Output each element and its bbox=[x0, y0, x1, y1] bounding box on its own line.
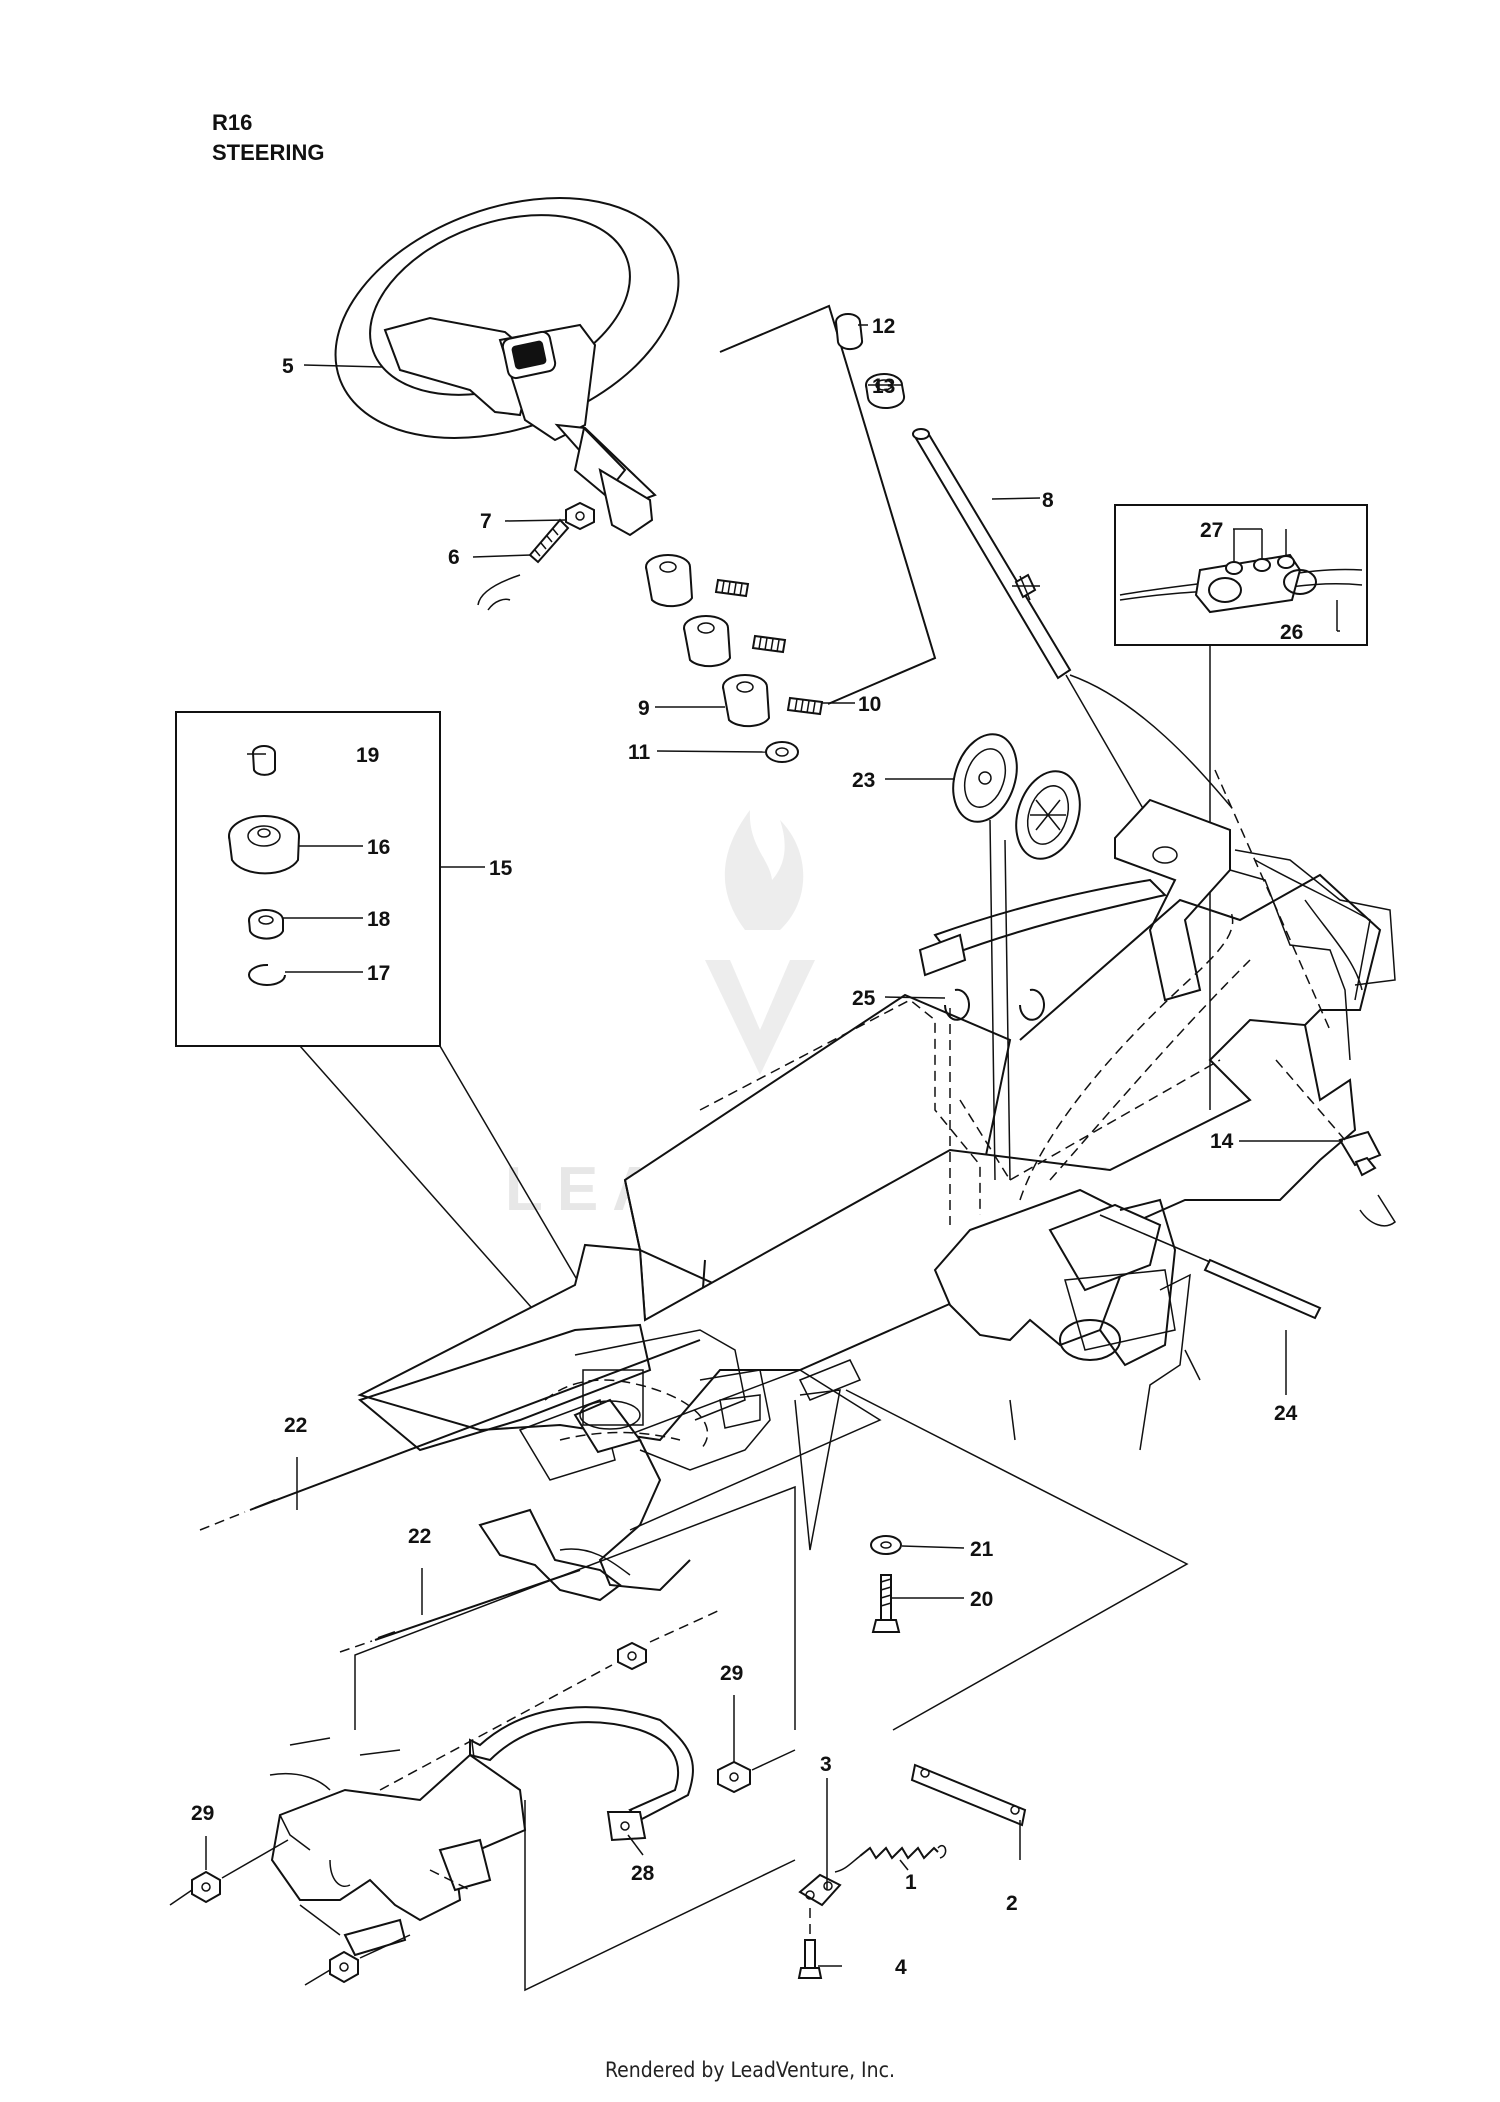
pulley-second[interactable] bbox=[1006, 763, 1091, 867]
callout-7[interactable]: 7 bbox=[480, 510, 492, 533]
cable-clamp-26[interactable] bbox=[1194, 553, 1317, 614]
callout-6[interactable]: 6 bbox=[448, 546, 460, 569]
callout-27[interactable]: 27 bbox=[1200, 519, 1223, 542]
screw-middle[interactable] bbox=[751, 634, 787, 654]
callout-1[interactable]: 1 bbox=[905, 1871, 917, 1894]
screw-4[interactable] bbox=[797, 1908, 823, 1979]
callout-8[interactable]: 8 bbox=[1042, 489, 1054, 512]
callout-22-upper[interactable]: 22 bbox=[284, 1414, 307, 1437]
callout-3[interactable]: 3 bbox=[820, 1753, 832, 1776]
rod-group-frame bbox=[354, 1485, 796, 1730]
callout-11[interactable]: 11 bbox=[628, 741, 651, 764]
hex-nut-7[interactable] bbox=[565, 501, 595, 531]
callout-16[interactable]: 16 bbox=[367, 836, 390, 859]
callout-29-right[interactable]: 29 bbox=[720, 1662, 743, 1685]
hex-nut-29-left[interactable] bbox=[169, 1839, 289, 1906]
callout-23[interactable]: 23 bbox=[852, 769, 875, 792]
callout-25[interactable]: 25 bbox=[852, 987, 876, 1010]
steering-shaft-8[interactable] bbox=[912, 428, 1191, 891]
steering-rod-22-upper[interactable] bbox=[199, 1339, 701, 1531]
collar-upper[interactable] bbox=[645, 554, 694, 608]
lower-frame-fragment bbox=[269, 1737, 527, 1957]
diagram-title: STEERING bbox=[212, 140, 325, 165]
washer-21[interactable] bbox=[870, 1535, 902, 1555]
fragment-lines bbox=[477, 574, 521, 611]
lower-group-frame bbox=[524, 1800, 796, 1992]
callout-12[interactable]: 12 bbox=[872, 315, 895, 338]
fragment-right bbox=[1359, 1194, 1396, 1227]
callout-17[interactable]: 17 bbox=[367, 962, 390, 985]
cable-inset bbox=[1114, 504, 1368, 646]
column-group-frame bbox=[719, 304, 937, 705]
steering-plate-2[interactable] bbox=[910, 1763, 1027, 1860]
link-group-frame bbox=[845, 1389, 1189, 1731]
bushing-19[interactable] bbox=[252, 745, 276, 776]
diagram-header: R16 STEERING bbox=[212, 108, 324, 168]
bearing-18[interactable] bbox=[248, 909, 284, 940]
callout-2[interactable]: 2 bbox=[1006, 1892, 1018, 1915]
e-clip[interactable] bbox=[1019, 988, 1045, 1021]
belt-run bbox=[989, 819, 1011, 1181]
pulley-23[interactable] bbox=[943, 726, 1028, 830]
callout-18[interactable]: 18 bbox=[367, 908, 391, 931]
hex-nut-29[interactable] bbox=[717, 1749, 796, 1794]
hex-nut-lower[interactable] bbox=[304, 1934, 411, 1986]
callout-19[interactable]: 19 bbox=[356, 744, 379, 767]
steering-bracket[interactable] bbox=[918, 798, 1231, 1002]
callout-labels: 5 7 6 8 9 10 11 12 13 14 15 16 17 18 19 … bbox=[191, 315, 1303, 1979]
bolt-20[interactable] bbox=[871, 1574, 901, 1633]
diagram-code: R16 bbox=[212, 110, 253, 135]
callout-leaders bbox=[205, 324, 1343, 1967]
callout-5[interactable]: 5 bbox=[282, 355, 294, 378]
callout-21[interactable]: 21 bbox=[970, 1538, 994, 1561]
callout-13[interactable]: 13 bbox=[872, 375, 895, 398]
retaining-ring-17[interactable] bbox=[248, 963, 286, 986]
callout-29-left[interactable]: 29 bbox=[191, 1802, 214, 1825]
render-credit: Rendered by LeadVenture, Inc. bbox=[605, 2058, 895, 2082]
callout-28[interactable]: 28 bbox=[631, 1862, 655, 1885]
callout-9[interactable]: 9 bbox=[638, 697, 650, 720]
mower-chassis-frame bbox=[357, 674, 1396, 1602]
callout-4[interactable]: 4 bbox=[895, 1956, 907, 1979]
bolt-14[interactable] bbox=[1275, 1059, 1382, 1177]
callout-22-lower[interactable]: 22 bbox=[408, 1525, 431, 1548]
spring-1[interactable] bbox=[834, 1845, 947, 1873]
link-3[interactable] bbox=[798, 1873, 842, 1907]
pulley-16[interactable] bbox=[228, 815, 300, 875]
steering-collar-9[interactable] bbox=[722, 674, 771, 728]
e-clip-25[interactable] bbox=[944, 988, 970, 1225]
screw-10[interactable] bbox=[786, 696, 824, 716]
callout-10[interactable]: 10 bbox=[858, 693, 881, 716]
callout-20[interactable]: 20 bbox=[970, 1588, 993, 1611]
hex-nut[interactable] bbox=[379, 1609, 721, 1791]
callout-24[interactable]: 24 bbox=[1274, 1402, 1298, 1425]
screw-upper[interactable] bbox=[714, 578, 750, 598]
bushing-12[interactable] bbox=[835, 313, 864, 351]
callout-15[interactable]: 15 bbox=[489, 857, 513, 880]
spindle-shaft-24[interactable] bbox=[1099, 1214, 1322, 1320]
clamp-screws-27[interactable] bbox=[1225, 555, 1295, 575]
steering-bracket-28[interactable] bbox=[469, 1706, 694, 1842]
pulley-assembly-inset bbox=[175, 711, 441, 1047]
washer-11[interactable] bbox=[765, 741, 799, 763]
flame-logo-icon bbox=[724, 810, 804, 930]
steering-wheel[interactable] bbox=[302, 154, 712, 537]
v-logo-icon bbox=[705, 960, 815, 1075]
set-screw-6[interactable] bbox=[528, 518, 570, 564]
collar-middle[interactable] bbox=[683, 615, 732, 668]
callout-14[interactable]: 14 bbox=[1210, 1130, 1234, 1153]
callout-26[interactable]: 26 bbox=[1280, 621, 1303, 644]
bolt-group-bracket bbox=[794, 1389, 841, 1551]
